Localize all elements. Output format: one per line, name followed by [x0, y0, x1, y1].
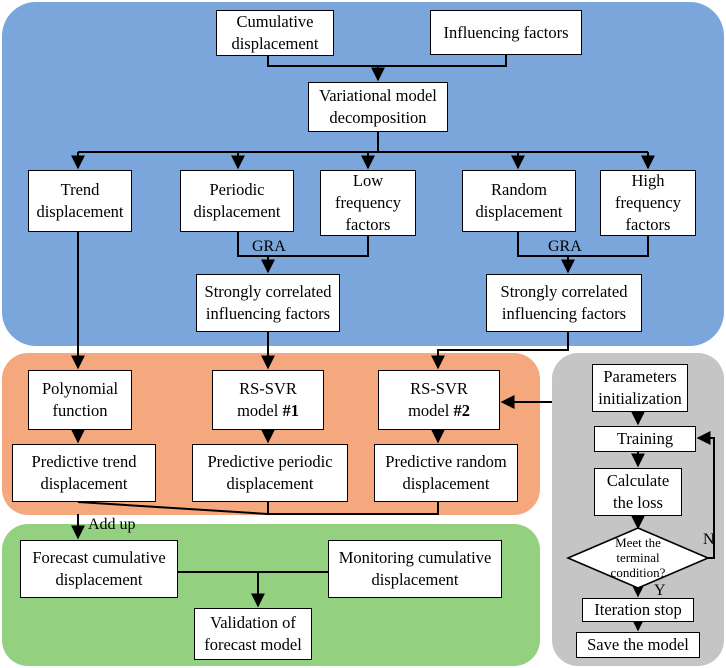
periodic-displacement-box: Periodic displacement	[180, 170, 294, 232]
pred-periodic-box: Predictive periodic displacement	[192, 444, 348, 502]
low-frequency-factors-box: Low frequency factors	[320, 170, 416, 236]
rs-svr-model-1-box: RS-SVR model #1	[212, 370, 324, 430]
influencing-factors-box: Influencing factors	[430, 10, 582, 55]
gra-right-label: GRA	[548, 238, 582, 255]
edge-strong-to-svr2	[431, 332, 569, 370]
edge-cumulative-merge	[267, 56, 378, 67]
rs-svr-2-number: #2	[453, 401, 470, 420]
terminal-condition-diamond	[565, 527, 711, 589]
cumulative-displacement-box: Cumulative displacement	[216, 10, 334, 56]
params-init-box: Parameters initialization	[592, 364, 688, 412]
calc-loss-box: Calculate the loss	[594, 468, 682, 516]
no-label: N	[703, 531, 715, 548]
rs-svr-1-title: RS-SVR	[239, 379, 297, 398]
polynomial-function-box: Polynomial function	[28, 370, 132, 430]
rs-svr-model-2-box: RS-SVR model #2	[378, 370, 500, 430]
forecast-cumulative-box: Forecast cumulative displacement	[20, 540, 178, 598]
terminal-condition-text: Meet the terminal condition?	[610, 535, 666, 580]
rs-svr-2-subtitle: model #2	[408, 401, 470, 420]
rs-svr-1-number: #1	[282, 401, 299, 420]
gra-left-label: GRA	[252, 238, 286, 255]
edge-add-up-join	[77, 501, 269, 515]
edge-add-up	[267, 502, 439, 515]
iteration-stop-box: Iteration stop	[582, 598, 694, 622]
edge-influencing-merge	[378, 55, 507, 67]
rs-svr-2-title: RS-SVR	[410, 379, 468, 398]
edge-gra-left	[237, 232, 369, 257]
rs-svr-1-subtitle: model #1	[237, 401, 299, 420]
validation-box: Validation of forecast model	[194, 608, 312, 660]
random-displacement-box: Random displacement	[462, 170, 576, 232]
pred-trend-box: Predictive trend displacement	[12, 444, 156, 502]
monitoring-cumulative-box: Monitoring cumulative displacement	[328, 540, 502, 598]
pred-random-box: Predictive random displacement	[374, 444, 518, 502]
yes-label: Y	[654, 582, 666, 599]
trend-displacement-box: Trend displacement	[28, 170, 132, 232]
edge-gra-right	[517, 232, 649, 257]
strong-factors-left-box: Strongly correlated influencing factors	[196, 274, 340, 332]
training-box: Training	[594, 426, 696, 452]
high-frequency-factors-box: High frequency factors	[600, 170, 696, 236]
vmd-box: Variational model decomposition	[308, 82, 448, 132]
save-model-box: Save the model	[576, 632, 700, 658]
edge-loop-back	[696, 431, 715, 559]
add-up-label: Add up	[88, 516, 136, 533]
strong-factors-right-box: Strongly correlated influencing factors	[486, 274, 642, 332]
